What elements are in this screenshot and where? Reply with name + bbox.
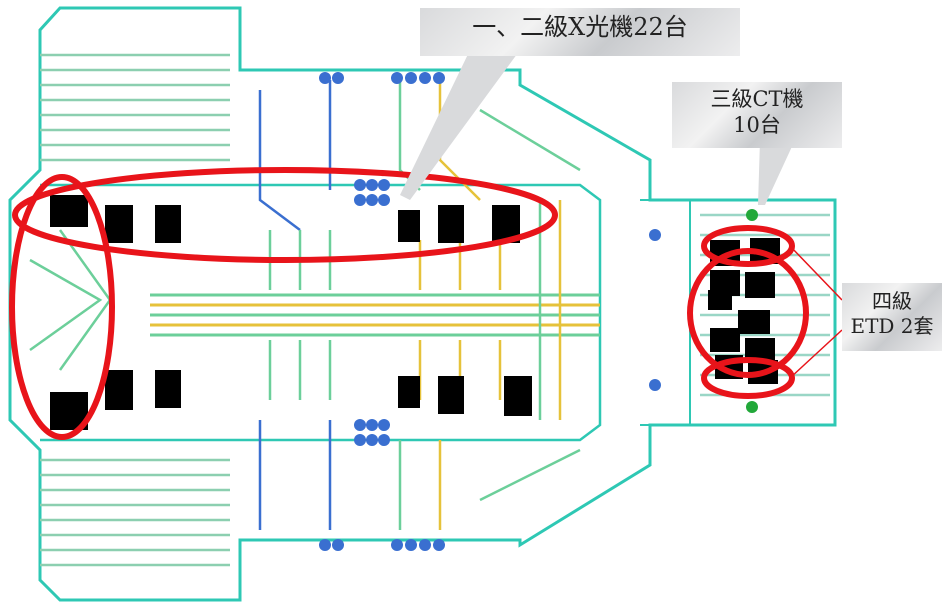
check-in-counters: [319, 72, 661, 551]
makeup-lines-top: [40, 53, 230, 162]
xray-left-highlight: [9, 174, 115, 440]
xray-machine: [398, 376, 420, 408]
xray-machine: [105, 205, 133, 243]
highlight-marks: [9, 167, 809, 440]
etd-bottom-highlight: [701, 357, 795, 399]
ct-hall-outline: [640, 199, 691, 426]
ct-callout-line2: 10台: [733, 113, 781, 138]
ct-callout-label: 三級CT機 10台: [672, 82, 842, 148]
xray-machine: [155, 205, 181, 243]
etd-stations: [746, 209, 758, 413]
etd-top-highlight: [701, 225, 795, 267]
ct-highlight: [687, 248, 809, 378]
xray-callout-text: 一、二級X光機22台: [472, 13, 688, 41]
xray-top-highlight: [12, 167, 558, 263]
etd-callout-label: 四級 ETD 2套: [842, 283, 942, 351]
xray-machines: [50, 195, 532, 430]
xray-machine: [438, 376, 464, 414]
etd-callout-line1: 四級: [872, 289, 912, 313]
xray-machine: [50, 195, 88, 227]
xray-machine: [504, 376, 532, 416]
xray-machine: [398, 210, 420, 242]
xray-machine: [105, 370, 133, 410]
makeup-lines-bottom: [40, 458, 230, 567]
xray-machine: [438, 205, 464, 243]
etd-callout-line2: ETD 2套: [850, 314, 934, 338]
xray-callout-label: 一、二級X光機22台: [420, 8, 740, 56]
central-conveyor-trunk: [150, 293, 600, 337]
ct-callout-line1: 三級CT機: [710, 87, 804, 111]
etd-leader-lines: [789, 245, 843, 379]
facility-outline: [8, 6, 837, 602]
xray-machine: [155, 370, 181, 408]
callout-leaders: [400, 50, 795, 205]
